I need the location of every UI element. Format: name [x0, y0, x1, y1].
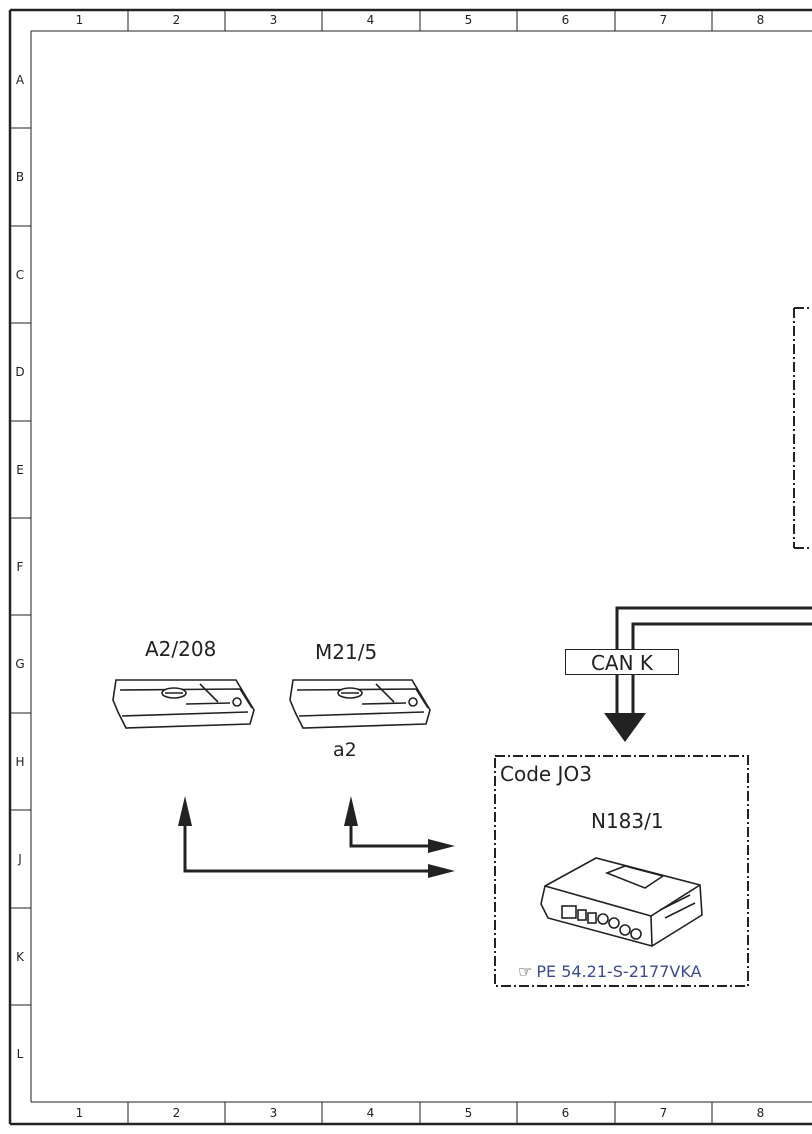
row-letter: J [18, 852, 22, 866]
row-letter: A [15, 73, 25, 87]
column-number-top: 6 [561, 13, 570, 27]
row-letter: C [15, 268, 25, 282]
column-number-top: 2 [172, 13, 181, 27]
column-number-bottom: 6 [561, 1106, 570, 1120]
column-ticks [127, 10, 713, 1124]
code-jo3-group-box [494, 755, 749, 987]
offsheet-group-box [793, 307, 812, 549]
column-number-top: 3 [269, 13, 278, 27]
column-number-bottom: 4 [366, 1106, 375, 1120]
a2-208-label: A2/208 [145, 637, 217, 661]
row-letter: F [16, 560, 24, 574]
drawing-frame [8, 8, 812, 1126]
pointing-hand-icon: ☞ [518, 962, 533, 981]
m21-5-sub-label: a2 [333, 739, 357, 761]
column-number-bottom: 1 [75, 1106, 84, 1120]
column-number-bottom: 7 [659, 1106, 668, 1120]
reference-link-text: PE 54.21-S-2177VKA [536, 962, 702, 981]
m21-5-label: M21/5 [315, 640, 378, 664]
can-k-bus [615, 606, 812, 715]
code-jo3-group-label: Code JO3 [500, 762, 592, 786]
can-k-bus-label: CAN K [565, 649, 679, 675]
column-number-bottom: 3 [269, 1106, 278, 1120]
row-letter: E [16, 463, 24, 477]
can-k-arrow-down [604, 713, 646, 742]
column-number-bottom: 5 [464, 1106, 473, 1120]
row-letter: D [15, 365, 25, 379]
row-letter: B [15, 170, 25, 184]
column-number-bottom: 2 [172, 1106, 181, 1120]
row-letter: H [15, 755, 25, 769]
row-letter: K [16, 950, 24, 964]
m21-5-component-icon [289, 679, 431, 729]
column-number-top: 4 [366, 13, 375, 27]
row-ticks [10, 127, 31, 1006]
column-number-top: 7 [659, 13, 668, 27]
n183-1-component-icon [540, 857, 703, 947]
n183-1-label: N183/1 [591, 809, 664, 833]
reference-link[interactable]: ☞PE 54.21-S-2177VKA [518, 962, 702, 981]
a2-208-component-icon [112, 679, 255, 729]
row-letter: G [15, 657, 25, 671]
column-number-top: 8 [756, 13, 765, 27]
row-letter: L [16, 1047, 24, 1061]
signal-arrows [178, 796, 455, 878]
column-number-top: 1 [75, 13, 84, 27]
column-number-bottom: 8 [756, 1106, 765, 1120]
column-number-top: 5 [464, 13, 473, 27]
